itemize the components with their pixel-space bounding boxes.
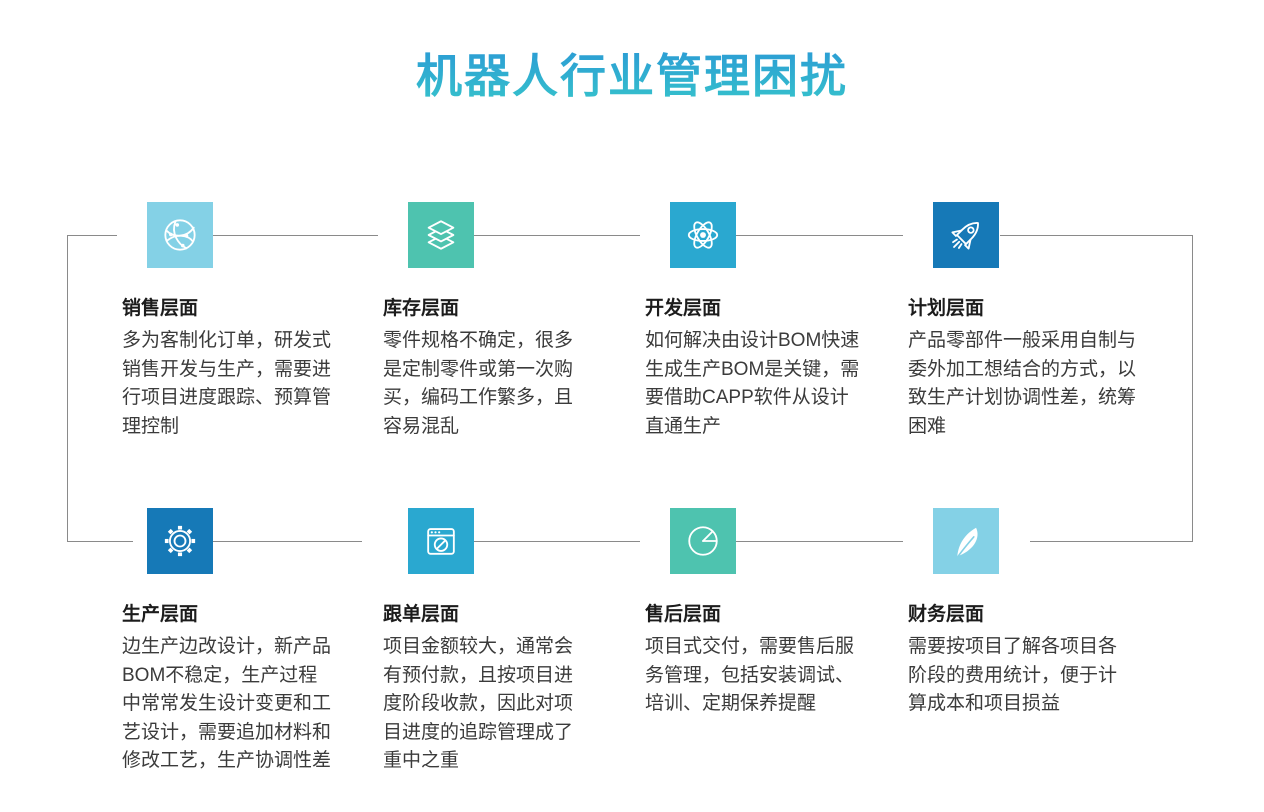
finance-icon-box xyxy=(933,508,999,574)
section-card-finance: 财务层面 需要按项目了解各项目各阶段的费用统计，便于计算成本和项目损益 xyxy=(908,508,1124,719)
browser-compass-icon xyxy=(427,528,455,555)
section-description: 如何解决由设计BOM快速生成生产BOM是关键，需要借助CAPP软件从设计直通生产 xyxy=(645,330,860,437)
section-title: 财务层面 xyxy=(908,604,985,625)
inventory-icon-box xyxy=(408,202,474,268)
rocket-icon xyxy=(951,222,979,250)
connector-line-left xyxy=(67,235,68,542)
section-description: 项目金额较大，通常会有预付款，且按项目进度阶段收款，因此对项目进度的追踪管理成了… xyxy=(383,636,574,771)
layers-icon xyxy=(427,220,455,250)
section-title: 开发层面 xyxy=(645,298,722,319)
section-description: 零件规格不确定，很多是定制零件或第一次购买，编码工作繁多，且容易混乱 xyxy=(383,330,574,437)
connector-line xyxy=(213,235,378,236)
connector-line xyxy=(736,541,903,542)
connector-line xyxy=(1000,235,1192,236)
connector-line xyxy=(67,541,133,542)
connector-line-right xyxy=(1192,235,1193,542)
development-icon-box xyxy=(670,202,736,268)
section-card-after-sales: 售后层面 项目式交付，需要售后服务管理，包括安装调试、培训、定期保养提醒 xyxy=(645,508,860,719)
section-description: 多为客制化订单，研发式销售开发与生产，需要进行项目进度跟踪、预算管理控制 xyxy=(122,330,332,437)
connector-line xyxy=(474,541,640,542)
connector-line xyxy=(1030,541,1192,542)
after-sales-icon-box xyxy=(670,508,736,574)
connector-line xyxy=(474,235,640,236)
section-card-planning: 计划层面 产品零部件一般采用自制与委外加工想结合的方式，以致生产计划协调性差，统… xyxy=(908,202,1148,441)
production-icon-box xyxy=(147,508,213,574)
section-description: 产品零部件一般采用自制与委外加工想结合的方式，以致生产计划协调性差，统筹困难 xyxy=(908,330,1137,437)
section-card-order-tracking: 跟单层面 项目金额较大，通常会有预付款，且按项目进度阶段收款，因此对项目进度的追… xyxy=(383,508,584,776)
section-title: 售后层面 xyxy=(645,604,722,625)
section-description: 边生产边改设计，新产品BOM不稳定，生产过程中常常发生设计变更和工艺设计，需要追… xyxy=(122,636,332,771)
connector-line xyxy=(736,235,903,236)
section-description: 项目式交付，需要售后服务管理，包括安装调试、培训、定期保养提醒 xyxy=(645,636,855,714)
atom-icon xyxy=(687,221,719,249)
order-tracking-icon-box xyxy=(408,508,474,574)
section-card-inventory: 库存层面 零件规格不确定，很多是定制零件或第一次购买，编码工作繁多，且容易混乱 xyxy=(383,202,584,441)
globe-network-icon xyxy=(164,219,196,251)
feather-icon xyxy=(956,527,978,559)
section-title: 跟单层面 xyxy=(383,604,460,625)
section-title: 生产层面 xyxy=(122,604,199,625)
section-description: 需要按项目了解各项目各阶段的费用统计，便于计算成本和项目损益 xyxy=(908,636,1118,714)
pie-chart-icon xyxy=(688,526,718,556)
section-title: 库存层面 xyxy=(383,298,460,319)
connector-line xyxy=(67,235,117,236)
section-card-development: 开发层面 如何解决由设计BOM快速生成生产BOM是关键，需要借助CAPP软件从设… xyxy=(645,202,861,441)
section-card-sales: 销售层面 多为客制化订单，研发式销售开发与生产，需要进行项目进度跟踪、预算管理控… xyxy=(122,202,335,441)
section-title: 计划层面 xyxy=(908,298,985,319)
section-title: 销售层面 xyxy=(122,298,199,319)
connector-line xyxy=(213,541,362,542)
sales-icon-box xyxy=(147,202,213,268)
gear-icon xyxy=(164,525,196,557)
section-card-production: 生产层面 边生产边改设计，新产品BOM不稳定，生产过程中常常发生设计变更和工艺设… xyxy=(122,508,333,776)
page-title: 机器人行业管理困扰 xyxy=(0,40,1264,106)
planning-icon-box xyxy=(933,202,999,268)
